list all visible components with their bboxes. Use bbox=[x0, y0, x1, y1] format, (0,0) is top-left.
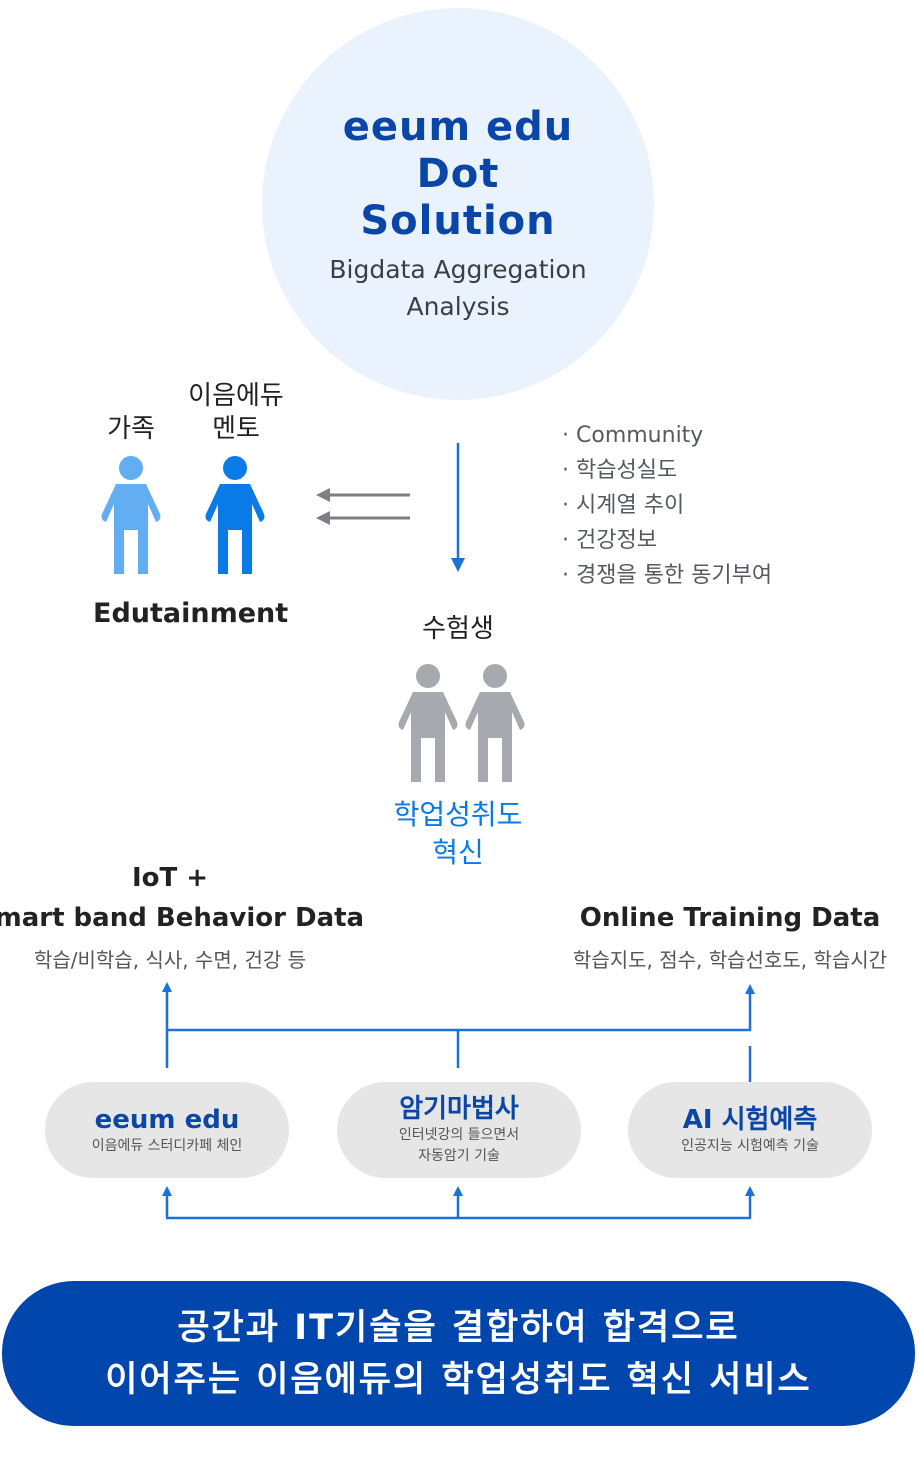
achievement-line: 혁신 bbox=[432, 836, 484, 869]
service-desc: 인터넷강의 들으면서 bbox=[398, 1127, 520, 1143]
service-desc: 자동암기 기술 bbox=[418, 1148, 500, 1164]
iot-title: Smart band Behavior Data bbox=[0, 903, 365, 933]
arrow-left-icon bbox=[316, 488, 410, 525]
service-desc: 이음에듀 스터디카페 체인 bbox=[91, 1137, 243, 1154]
hub-subtitle: Analysis bbox=[406, 292, 510, 321]
service-title: eeum edu bbox=[94, 1104, 240, 1135]
online-detail: 학습지도, 점수, 학습선호도, 학습시간 bbox=[572, 948, 888, 972]
iot-detail: 학습/비학습, 식사, 수면, 건강 등 bbox=[33, 948, 307, 972]
family-person-icon bbox=[101, 456, 161, 574]
flow-lines bbox=[162, 443, 755, 1220]
bullet-item: · 학습성실도 bbox=[562, 458, 678, 483]
banner-line: 공간과 IT기술을 결합하여 합격으로 bbox=[177, 1307, 740, 1348]
online-title: Online Training Data bbox=[579, 903, 881, 933]
hub-title-line: Solution bbox=[360, 198, 556, 244]
bullet-item: · 시계열 추이 bbox=[562, 493, 685, 518]
achievement-line: 학업성취도 bbox=[393, 798, 523, 831]
edutainment-label: Edutainment bbox=[93, 598, 289, 629]
hub-title-line: eeum edu bbox=[342, 104, 574, 150]
bullet-item: · 경쟁을 통한 동기부여 bbox=[562, 563, 773, 588]
service-title: 암기마법사 bbox=[399, 1094, 519, 1124]
family-label: 가족 bbox=[107, 414, 155, 444]
student-person-icon bbox=[465, 664, 525, 782]
hub-title-line: Dot bbox=[416, 151, 500, 197]
mentor-label-line: 이음에듀 bbox=[188, 381, 284, 411]
bullet-list: · Community · 학습성실도 · 시계열 추이 · 건강정보 · 경쟁… bbox=[562, 418, 772, 593]
mentor-person-icon bbox=[205, 456, 265, 574]
iot-data-source: IoT + Smart band Behavior Data 학습/비학습, 식… bbox=[0, 858, 370, 973]
iot-title: IoT + bbox=[131, 863, 209, 893]
achievement-label: 학업성취도 혁신 bbox=[358, 796, 558, 872]
summary-banner: 공간과 IT기술을 결합하여 합격으로 이어주는 이음에듀의 학업성취도 혁신 … bbox=[2, 1281, 915, 1426]
service-eeum-edu: eeum edu 이음에듀 스터디카페 체인 bbox=[45, 1082, 289, 1178]
banner-line: 이어주는 이음에듀의 학업성취도 혁신 서비스 bbox=[105, 1359, 812, 1400]
service-title: AI 시험예측 bbox=[682, 1104, 818, 1135]
online-data-source: Online Training Data 학습지도, 점수, 학습선호도, 학습… bbox=[530, 898, 918, 973]
hub-title: eeum edu Dot Solution Bigdata Aggregatio… bbox=[262, 104, 654, 325]
service-ai-exam: AI 시험예측 인공지능 시험예측 기술 bbox=[628, 1082, 872, 1178]
bullet-item: · Community bbox=[562, 423, 704, 448]
mentor-label-line: 멘토 bbox=[212, 414, 260, 444]
student-label: 수험생 bbox=[422, 614, 494, 644]
student-person-icon bbox=[398, 664, 458, 782]
bullet-item: · 건강정보 bbox=[562, 528, 657, 553]
service-memory-wizard: 암기마법사 인터넷강의 들으면서 자동암기 기술 bbox=[337, 1082, 581, 1178]
hub-subtitle: Bigdata Aggregation bbox=[329, 255, 587, 284]
hub-circle bbox=[262, 8, 654, 400]
service-desc: 인공지능 시험예측 기술 bbox=[681, 1137, 819, 1154]
mentor-label: 이음에듀 멘토 bbox=[176, 380, 296, 446]
